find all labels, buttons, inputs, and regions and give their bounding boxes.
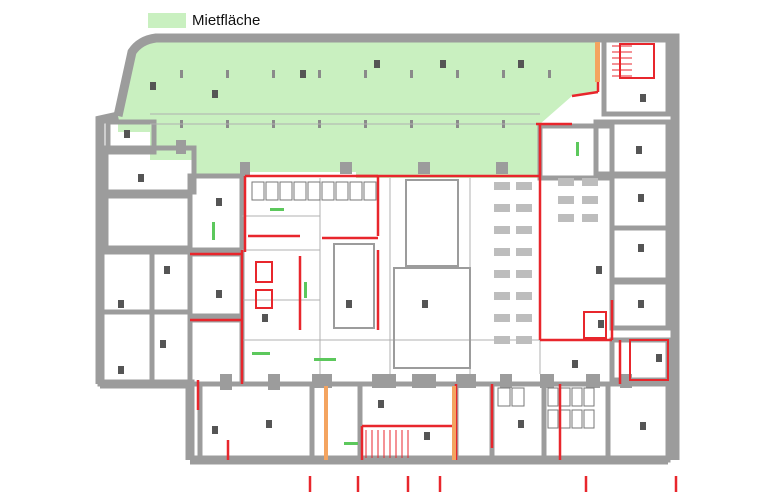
atrium <box>333 179 471 369</box>
legend: Mietfläche <box>148 12 260 29</box>
stair-hatching <box>365 45 632 458</box>
room-symbols <box>118 60 662 440</box>
desk-blocks <box>494 178 598 344</box>
interior-walls <box>97 35 671 463</box>
rental-area-zone <box>118 42 598 178</box>
fire-doors <box>255 43 669 381</box>
legend-swatch-rental-area <box>148 13 186 28</box>
stair-markers <box>324 42 600 460</box>
fire-walls <box>190 42 678 492</box>
legend-label: Mietfläche <box>192 12 261 29</box>
escape-route-markers <box>212 142 579 445</box>
wall-piers <box>176 140 632 390</box>
